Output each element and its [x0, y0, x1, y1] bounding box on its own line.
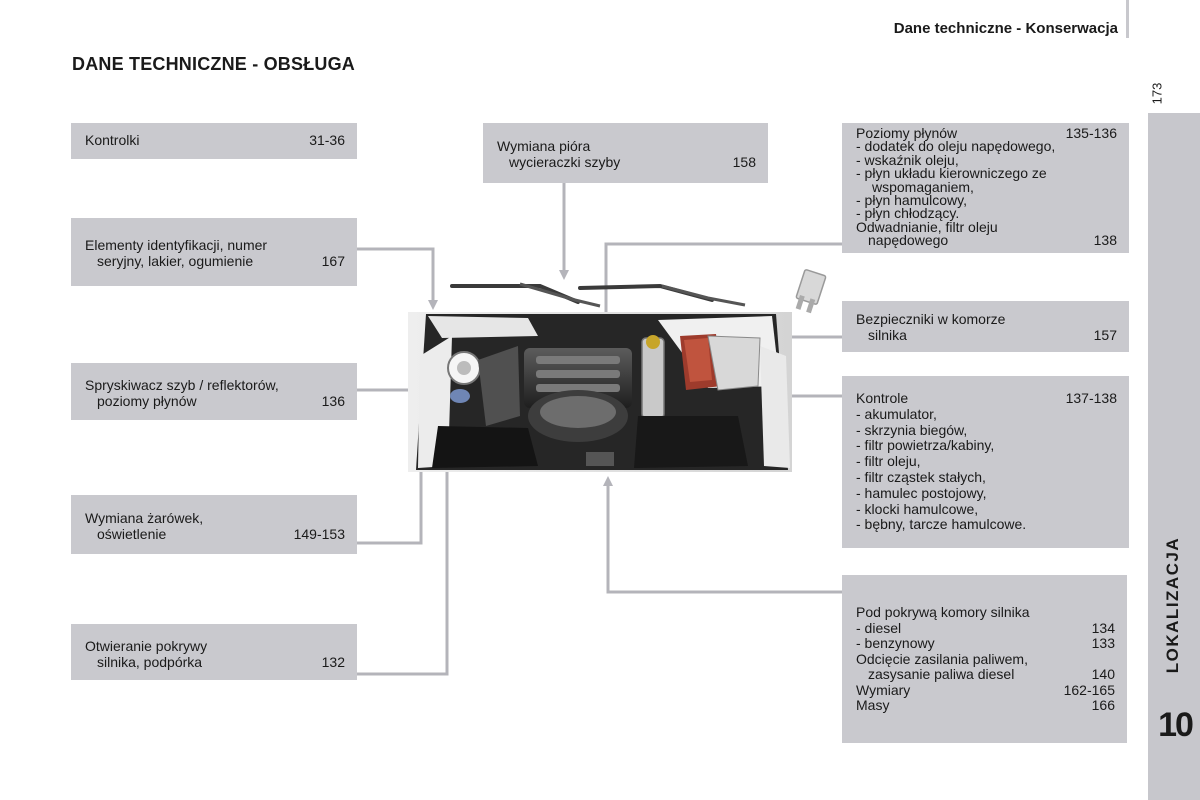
page-ref: [1109, 652, 1115, 668]
list-item: zasysanie paliwa diesel 140: [856, 666, 1115, 683]
page-number: 173: [1149, 82, 1165, 105]
box-label: - diesel: [856, 619, 902, 636]
list-item: - hamulec postojowy,: [856, 484, 987, 501]
page-ref: 157: [1093, 326, 1117, 343]
box-bezpieczniki: Bezpieczniki w komorze silnika 157: [842, 301, 1129, 352]
box-label: silnika: [868, 326, 907, 343]
header-rule: [1126, 0, 1129, 38]
page-ref: 158: [732, 153, 756, 170]
box-label: Wymiary: [856, 681, 911, 698]
box-label: Wymiana pióra: [497, 138, 591, 154]
box-label: zasysanie paliwa diesel: [868, 666, 1015, 682]
box-label: wycieraczki szyby: [509, 153, 621, 170]
page-ref: 140: [1091, 666, 1115, 682]
page-ref: 166: [1091, 697, 1115, 713]
box-label: - benzynowy: [856, 635, 935, 651]
page-ref: 167: [321, 252, 345, 269]
list-item: - diesel 134: [856, 619, 1115, 637]
list-item: - filtr powietrza/kabiny,: [856, 437, 995, 454]
list-item: - filtr oleju,: [856, 453, 921, 470]
box-label: Wymiana żarówek,: [85, 510, 204, 526]
box-label: Odcięcie zasilania paliwem,: [856, 650, 1028, 667]
box-pokrywa: Otwieranie pokrywy silnika, podpórka 132: [71, 624, 357, 680]
connector-zarowki: [357, 460, 423, 545]
list-item: Odcięcie zasilania paliwem,: [856, 650, 1115, 668]
fuse-icon: [795, 269, 827, 314]
list-item: Masy 166: [856, 697, 1115, 714]
box-title: Poziomy płynów: [856, 125, 958, 141]
connector-pokrywa: [357, 456, 596, 676]
box-spryskiwacz: Spryskiwacz szyb / reflektorów, poziomy …: [71, 363, 357, 420]
box-label: Odwadnianie, filtr oleju: [856, 218, 998, 235]
list-item: - płyn układu kierowniczego ze: [856, 165, 1047, 182]
list-item: - płyn hamulcowy,: [856, 192, 968, 209]
page-title: DANE TECHNICZNE - OBSŁUGA: [72, 54, 355, 74]
box-label: Masy: [856, 697, 890, 713]
box-elementy-identyfikacji: Elementy identyfikacji, numer seryjny, l…: [71, 218, 357, 286]
page-ref: 138: [1093, 232, 1117, 249]
connector-elementy: [357, 247, 435, 302]
list-item: - dodatek do oleju napędowego,: [856, 138, 1056, 155]
chapter-label: LOKALIZACJA: [1163, 536, 1182, 674]
list-item: - filtr cząstek stałych,: [856, 468, 986, 485]
list-item: - wskaźnik oleju,: [856, 151, 959, 168]
page-ref: 135-136: [1065, 125, 1117, 141]
box-label: oświetlenie: [97, 525, 167, 542]
list-item: - akumulator,: [856, 405, 937, 422]
page-ref: 31-36: [309, 132, 345, 148]
page-ref: 132: [321, 653, 345, 670]
page-ref: 137-138: [1065, 390, 1117, 406]
list-item: - płyn chłodzący.: [856, 205, 960, 222]
page-ref: 149-153: [293, 525, 345, 542]
page-ref: 134: [1091, 619, 1115, 636]
chapter-number: 10: [1158, 706, 1194, 744]
box-label: Bezpieczniki w komorze: [856, 311, 1006, 327]
box-title: Pod pokrywą komory silnika: [856, 604, 1030, 620]
running-header: Dane techniczne - Konserwacja: [893, 20, 1118, 37]
box-label: Spryskiwacz szyb / reflektorów,: [85, 377, 279, 393]
box-label: napędowego: [868, 232, 949, 249]
list-item: - klocki hamulcowe,: [856, 500, 979, 517]
engine-bay-illustration: [408, 312, 792, 472]
box-title: Kontrole: [856, 390, 909, 406]
box-label: silnika, podpórka: [97, 653, 203, 670]
box-label: poziomy płynów: [97, 392, 197, 409]
box-label: Elementy identyfikacji, numer: [85, 237, 268, 253]
wiper-arms: [519, 282, 746, 308]
list-item: - bębny, tarcze hamulcowe.: [856, 516, 1027, 533]
page-ref: 162-165: [1063, 681, 1115, 698]
box-label: Kontrolki: [85, 132, 140, 148]
list-item: wspomaganiem,: [872, 178, 974, 195]
box-kontrole: Kontrole 137-138 - akumulator, - skrzynia…: [842, 376, 1129, 548]
page-ref: 136: [321, 392, 345, 409]
chapter-sidebar: [1148, 113, 1200, 800]
page-ref: 133: [1091, 635, 1115, 651]
list-item: - benzynowy 133: [856, 635, 1115, 652]
list-item: Wymiary 162-165: [856, 681, 1115, 699]
box-zarowki: Wymiana żarówek, oświetlenie 149-153: [71, 495, 357, 554]
list-item: - skrzynia biegów,: [856, 421, 968, 438]
box-kontrolki: Kontrolki 31-36: [71, 123, 357, 159]
box-pioro-wycieraczki: Wymiana pióra wycieraczki szyby 158: [483, 123, 768, 183]
box-label: Otwieranie pokrywy: [85, 638, 208, 654]
box-poziomy-plynow: Poziomy płynów 135-136 - dodatek do oleju…: [842, 123, 1129, 253]
connector-pod: [606, 484, 842, 594]
box-label: seryjny, lakier, ogumienie: [97, 252, 254, 269]
